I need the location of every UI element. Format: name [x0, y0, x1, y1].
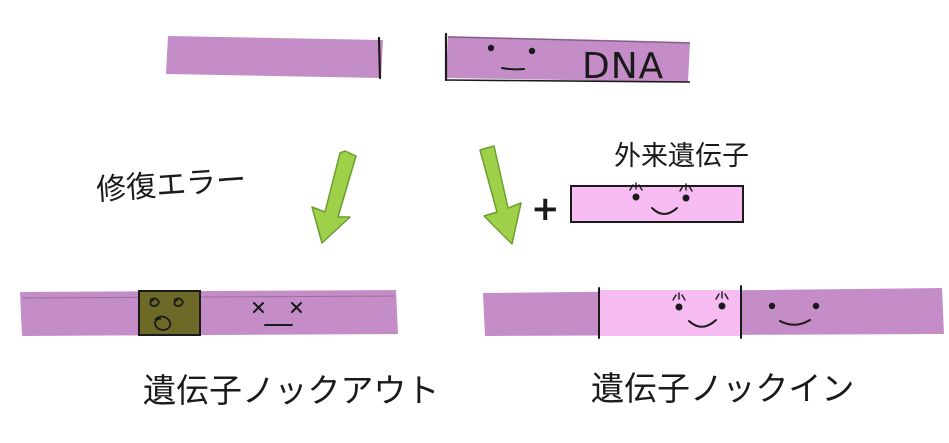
- knockout-dna-strand: [20, 290, 398, 336]
- foreign-gene-label: 外来遺伝子: [614, 141, 749, 172]
- damaged-segment: [138, 290, 201, 336]
- arrow-down-left-icon: [311, 150, 357, 244]
- knockin-happy-face-icon: [672, 291, 729, 328]
- knockin-label: 遺伝子ノックイン: [591, 369, 854, 408]
- arrow-down-right-icon: [479, 145, 522, 245]
- knockout-label: 遺伝子ノックアウト: [143, 371, 439, 410]
- dna-label: DNA: [582, 46, 664, 87]
- plus-sign: +: [531, 189, 560, 229]
- dna-cut-left-strand: [166, 36, 383, 80]
- inserted-foreign-segment: [598, 285, 742, 339]
- happy-face-icon: [629, 182, 693, 215]
- foreign-gene-strand: [570, 185, 744, 223]
- dna-face-icon: [487, 44, 536, 71]
- dna-cut-right-strand: [444, 32, 691, 83]
- repair-error-label: 修復エラー: [95, 163, 247, 208]
- knockin-dna-face-icon: [768, 302, 820, 326]
- dead-face-icon: [253, 302, 302, 326]
